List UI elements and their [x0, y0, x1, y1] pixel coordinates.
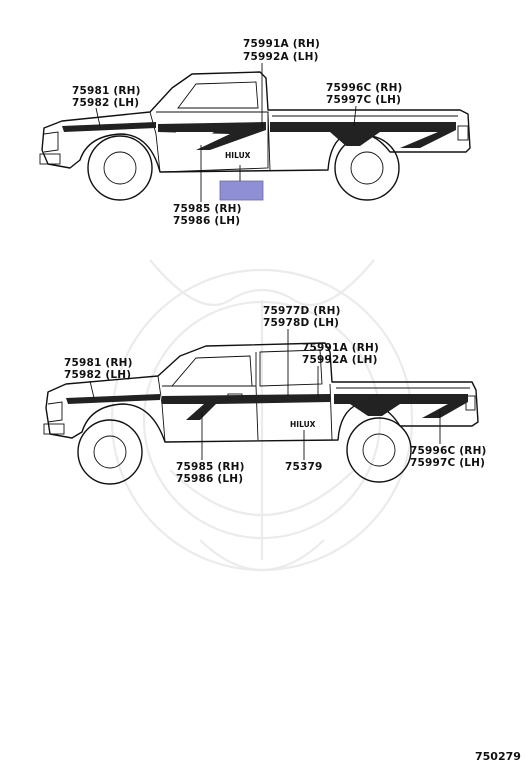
t2-emblem-rh: 75985 (RH)	[176, 461, 245, 473]
t2-cab-stripe-lh: 75978D (LH)	[263, 317, 339, 329]
truck1-side-window	[177, 81, 259, 109]
truck1-tail-light	[457, 125, 469, 141]
truck2-door	[162, 385, 259, 441]
reference-number: 750279	[475, 750, 521, 763]
truck1-highlight-region	[219, 180, 264, 201]
truck1-callouts: 75991A (RH) 75992A (LH) 75981 (RH) 75982…	[72, 38, 403, 227]
truck2-bumper	[43, 423, 65, 435]
truck2-rear-window	[259, 349, 323, 387]
t1-rear-stripe-lh: 75997C (LH)	[326, 94, 401, 106]
truck1-rear-wheel	[334, 135, 400, 201]
t1-emblem-lh: 75986 (LH)	[173, 215, 240, 227]
truck2-emblem-text: HILUX	[290, 420, 316, 429]
truck1-grille	[43, 131, 59, 153]
truck2-front-window	[171, 355, 253, 387]
t2-front-stripe-rh: 75981 (RH)	[64, 357, 133, 369]
truck2-front-wheel	[77, 419, 143, 485]
truck1-stripe-rear	[270, 122, 456, 148]
truck1-bumper	[39, 153, 61, 165]
truck1-stripe-front	[62, 122, 156, 132]
truck2-stripe-rear	[334, 394, 468, 418]
t2-rear-stripe-rh: 75996C (RH)	[410, 445, 487, 457]
t1-front-stripe-rh: 75981 (RH)	[72, 85, 141, 97]
t2-rear-stripe-lh: 75997C (LH)	[410, 457, 485, 469]
truck1-front-wheel	[87, 135, 153, 201]
truck-regular-cab: HILUX	[39, 71, 471, 201]
t2-emblem-lh: 75986 (LH)	[176, 473, 243, 485]
t1-front-stripe-lh: 75982 (LH)	[72, 97, 139, 109]
t2-cab-stripe-rh: 75977D (RH)	[263, 305, 341, 317]
t1-door-stripe-rh: 75991A (RH)	[243, 38, 320, 50]
truck2-stripe-door	[162, 394, 330, 420]
truck2-grille	[47, 401, 63, 423]
truck2-rear-wheel	[346, 417, 412, 483]
truck1-body-outline	[41, 71, 471, 173]
truck1-stripe-door	[158, 122, 266, 150]
watermark-logo	[110, 259, 414, 572]
truck1-door	[156, 111, 269, 173]
t2-emblem-part: 75379	[285, 461, 323, 473]
t1-door-stripe-lh: 75992A (LH)	[243, 51, 319, 63]
t1-emblem-rh: 75985 (RH)	[173, 203, 242, 215]
t2-front-stripe-lh: 75982 (LH)	[64, 369, 131, 381]
t2-door-stripe-lh: 75992A (LH)	[302, 354, 378, 366]
t1-rear-stripe-rh: 75996C (RH)	[326, 82, 403, 94]
truck1-emblem-text: HILUX	[225, 151, 251, 160]
t2-door-stripe-rh: 75991A (RH)	[302, 342, 379, 354]
truck2-stripe-front	[66, 394, 160, 404]
truck2-callouts: 75977D (RH) 75978D (LH) 75991A (RH) 7599…	[64, 305, 487, 485]
truck-extra-cab: HILUX	[43, 342, 479, 485]
truck2-body-outline	[45, 342, 479, 443]
